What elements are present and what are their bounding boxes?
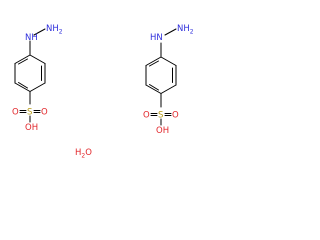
sulfur-atom-label-1: S [27,108,32,118]
structure-drawing: NH NH2 S O O OH HN NH2 [12,24,194,160]
nh2-atom-label-1: NH2 [46,24,63,36]
oxygen-right-label-2: O [172,111,179,121]
molecule-2: HN NH2 S O O OH [143,24,194,136]
oxygen-left-label-2: O [143,111,150,121]
oxygen-left-label-1: O [12,108,19,118]
benzene-ring-1 [14,54,46,92]
oh-atom-label-2: OH [156,126,169,136]
nh2-atom-label-2: NH2 [177,24,194,36]
oh-atom-label-1: OH [25,123,38,133]
water-label: H2O [75,148,92,160]
oxygen-right-label-1: O [41,108,48,118]
chemical-structure-canvas: NH NH2 S O O OH HN NH2 [12,24,194,160]
sulfur-atom-label-2: S [158,111,163,121]
hn-atom-label-2: HN [150,33,163,43]
water-molecule: H2O [75,148,92,160]
benzene-ring-2 [145,56,177,94]
molecule-1: NH NH2 S O O OH [12,24,63,133]
nh-atom-label-1: NH [25,33,38,43]
